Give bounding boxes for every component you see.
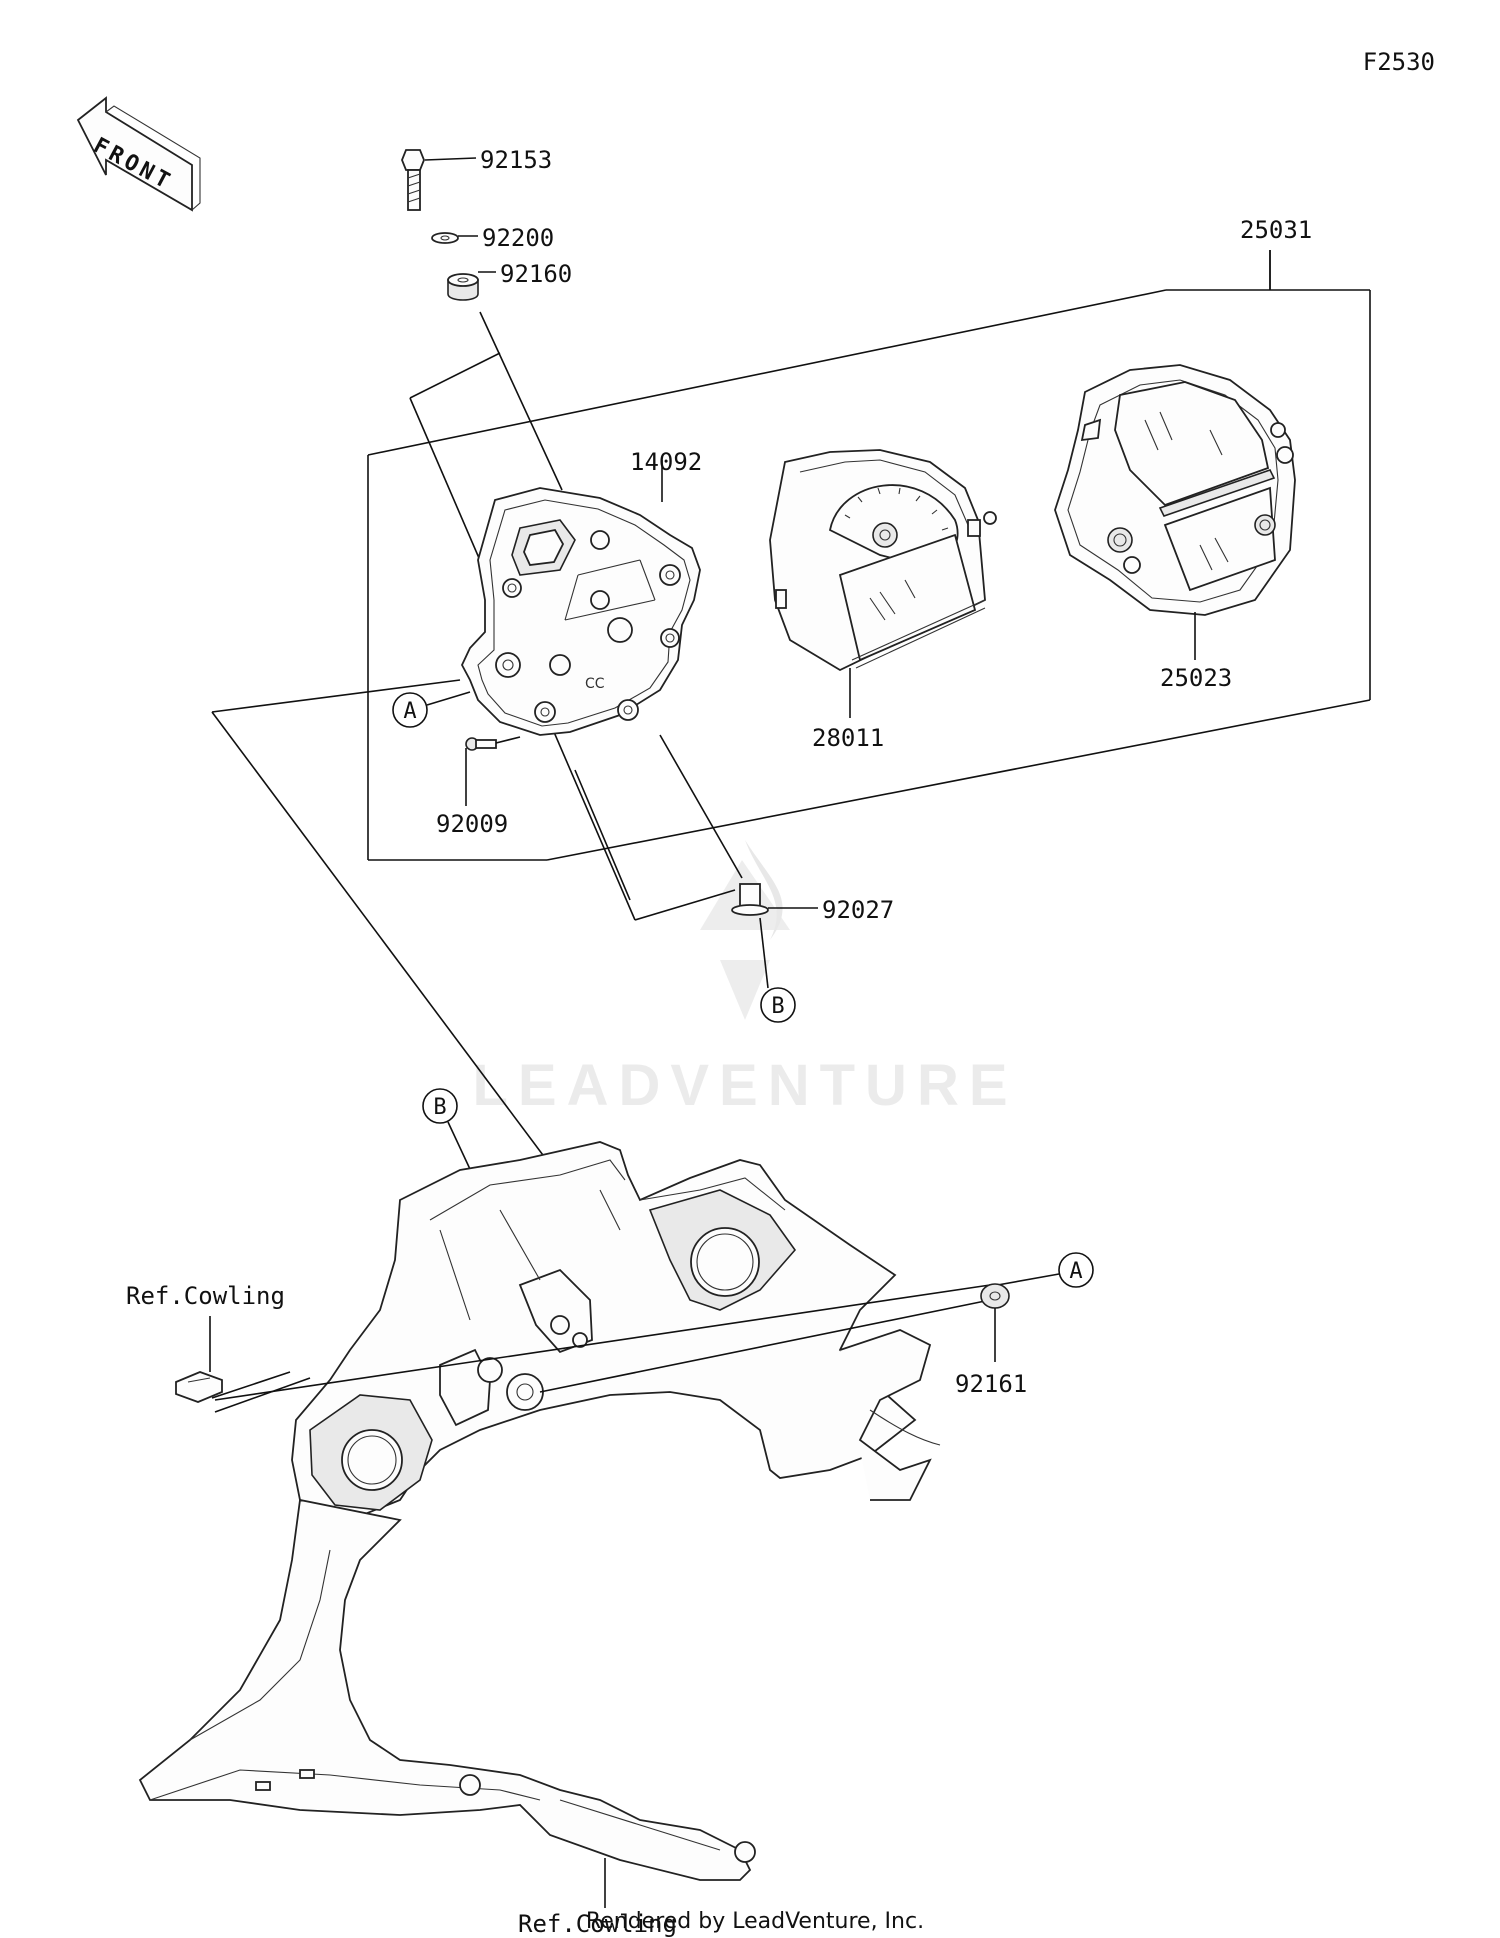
collar-92027[interactable] bbox=[731, 883, 769, 916]
leader-b-upper bbox=[759, 917, 769, 989]
callout-92200[interactable]: 92200 bbox=[482, 224, 554, 252]
collar-axis-line bbox=[659, 734, 743, 879]
leader-a-lower bbox=[991, 1273, 1060, 1287]
callout-92161[interactable]: 92161 bbox=[955, 1370, 1027, 1398]
fastener-line-a bbox=[211, 679, 461, 713]
marker-a-lower-label: A bbox=[1069, 1259, 1082, 1284]
callout-92027[interactable]: 92027 bbox=[822, 896, 894, 924]
bolt-92153[interactable] bbox=[401, 149, 425, 211]
figure-code: F2530 bbox=[1363, 48, 1435, 76]
cowling-clip[interactable] bbox=[175, 1371, 223, 1403]
marker-b-upper-label: B bbox=[771, 994, 784, 1019]
washer-92200[interactable] bbox=[431, 232, 459, 244]
callout-92160[interactable]: 92160 bbox=[500, 260, 572, 288]
meter-cover-25023[interactable] bbox=[1054, 364, 1296, 616]
leadventure-watermark: LEADVENTURE bbox=[472, 840, 1017, 1118]
callout-92153[interactable]: 92153 bbox=[480, 146, 552, 174]
fastener-line-cowling-clip-b bbox=[211, 1371, 291, 1399]
callout-ref-cowling-bottom[interactable]: Ref.Cowling bbox=[518, 1910, 677, 1938]
footer-credit: Rendered by LeadVenture, Inc. bbox=[586, 1909, 924, 1934]
marker-a-upper-label: A bbox=[403, 699, 416, 724]
marker-b-lower-label: B bbox=[433, 1095, 446, 1120]
marker-a-lower[interactable]: A bbox=[1058, 1252, 1094, 1288]
callout-ref-cowling-top[interactable]: Ref.Cowling bbox=[126, 1282, 285, 1310]
marker-b-lower[interactable]: B bbox=[422, 1088, 458, 1124]
leader-a-upper bbox=[426, 691, 471, 706]
watermark-text: LEADVENTURE bbox=[472, 1053, 1017, 1118]
screw-92009[interactable] bbox=[465, 737, 497, 751]
marker-b-upper[interactable]: B bbox=[760, 987, 796, 1023]
callout-25023[interactable]: 25023 bbox=[1160, 664, 1232, 692]
meter-case-14092[interactable]: CC bbox=[460, 487, 701, 736]
callout-25031[interactable]: 25031 bbox=[1240, 216, 1312, 244]
front-arrow-icon: FRONT bbox=[76, 96, 201, 212]
fastener-line-center bbox=[539, 1299, 991, 1393]
marker-a-upper[interactable]: A bbox=[392, 692, 428, 728]
bolt-axis-line bbox=[479, 311, 563, 491]
fastener-line-cowling-clip bbox=[214, 1377, 311, 1413]
svg-text:CC: CC bbox=[585, 676, 605, 692]
grommet-92161[interactable] bbox=[980, 1283, 1010, 1309]
grommet-92160[interactable] bbox=[447, 273, 479, 301]
callout-14092[interactable]: 14092 bbox=[630, 448, 702, 476]
screw-axis-line bbox=[495, 736, 521, 744]
callout-28011[interactable]: 28011 bbox=[812, 724, 884, 752]
leader-92153 bbox=[424, 157, 477, 161]
meter-bracket bbox=[138, 1141, 941, 1881]
fastener-line-92161 bbox=[214, 1284, 991, 1401]
meter-unit-28011[interactable] bbox=[769, 449, 997, 672]
callout-92009[interactable]: 92009 bbox=[436, 810, 508, 838]
